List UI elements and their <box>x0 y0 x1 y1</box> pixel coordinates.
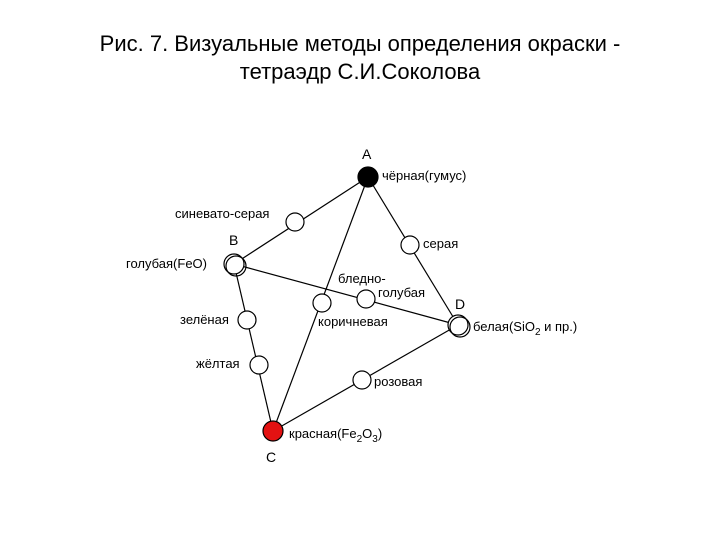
label-chernaya: чёрная(гумус) <box>382 168 466 183</box>
node-zelenaya <box>237 310 257 330</box>
node-bledno-golubaya <box>356 289 376 309</box>
label-belaya: белая(SiO2 и пр.) <box>473 319 577 338</box>
node-d-shadow <box>449 316 471 338</box>
label-golubaya: голубая <box>378 285 425 300</box>
vertex-label-b: B <box>229 232 238 248</box>
label-krasnaya-sub1: 2 <box>357 434 363 445</box>
label-bledno: бледно- <box>338 271 386 286</box>
label-korichnevaya: коричневая <box>318 314 388 329</box>
label-belaya-main: белая(SiO <box>473 319 535 334</box>
label-zelenaya: зелёная <box>180 312 229 327</box>
label-krasnaya-mid: O <box>362 426 372 441</box>
label-krasnaya-tail: ) <box>378 426 382 441</box>
edge-b-d <box>233 263 459 326</box>
tetrahedron-nodes <box>223 166 471 442</box>
title-line-2: тетраэдр С.И.Соколова <box>239 59 481 84</box>
node-a-black <box>357 166 379 188</box>
vertex-label-c: C <box>266 449 276 465</box>
label-sinevato-seraya: синевато-серая <box>175 206 269 221</box>
label-seraya: серая <box>423 236 458 251</box>
vertex-label-a: A <box>362 146 372 162</box>
label-rozovaya: розовая <box>374 374 422 389</box>
edge-b-c <box>233 263 274 432</box>
label-krasnaya-sub2: 3 <box>372 434 378 445</box>
label-krasnaya-main: красная(Fe <box>289 426 357 441</box>
label-krasnaya: красная(Fe2O3) <box>289 426 382 445</box>
vertex-label-d: D <box>455 296 465 312</box>
node-rozovaya <box>352 370 372 390</box>
label-golubaya-feo: голубая(FeO) <box>126 256 207 271</box>
label-belaya-sub: 2 <box>535 327 541 338</box>
node-zheltaya <box>249 355 269 375</box>
title-line-1: Рис. 7. Визуальные методы определения ок… <box>99 31 621 56</box>
label-belaya-tail: и пр.) <box>541 319 578 334</box>
node-korichnevaya <box>312 293 332 313</box>
node-c-red <box>262 420 284 442</box>
label-zheltaya: жёлтая <box>196 356 240 371</box>
figure-title: Рис. 7. Визуальные методы определения ок… <box>0 30 720 86</box>
node-seraya <box>400 235 420 255</box>
node-b-shadow <box>225 255 247 277</box>
node-sinevato-seraya <box>285 212 305 232</box>
